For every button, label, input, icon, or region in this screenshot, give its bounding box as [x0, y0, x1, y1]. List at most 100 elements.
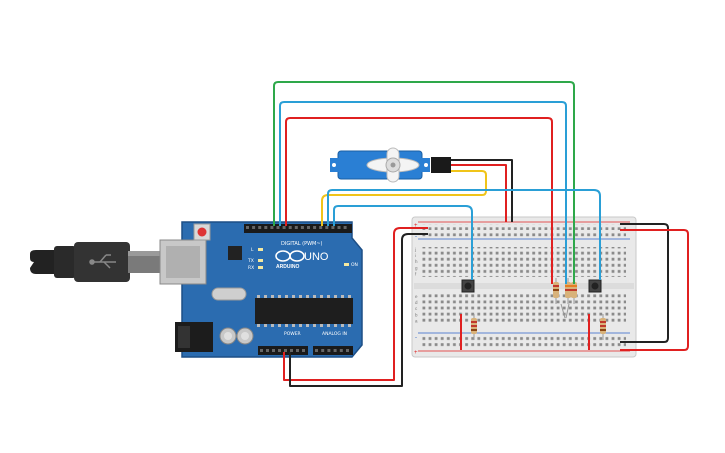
- digital-header-holes: [246, 226, 347, 229]
- chip-pin: [292, 295, 295, 298]
- servo-wire-red: [451, 164, 507, 222]
- header-hole: [290, 349, 293, 352]
- header-hole: [343, 226, 347, 229]
- microcontroller-chip: [255, 298, 353, 324]
- header-hole: [282, 226, 286, 229]
- header-hole: [252, 226, 256, 229]
- on-label: ON: [351, 262, 358, 268]
- header-hole: [272, 349, 275, 352]
- chip-pin: [348, 324, 351, 327]
- row-letter: f: [415, 271, 417, 276]
- reset-button[interactable]: [197, 227, 207, 237]
- header-hole: [337, 226, 341, 229]
- wire-green: [273, 81, 575, 284]
- header-hole: [296, 349, 299, 352]
- chip-pin: [313, 295, 316, 298]
- row-letter: a: [415, 318, 418, 323]
- servo-horn-icon: [366, 147, 420, 183]
- header-hole: [258, 226, 262, 229]
- power-header[interactable]: [258, 346, 308, 355]
- header-hole: [294, 226, 298, 229]
- header-hole: [307, 226, 310, 229]
- resistor-left: [471, 314, 477, 340]
- digital-header[interactable]: [244, 224, 352, 233]
- chip-pin: [327, 295, 330, 298]
- chip-pin: [334, 295, 337, 298]
- arduino-uno-board[interactable]: L TX RX ON ARDUINO UNO DIGITAL (PWM~) PO…: [159, 221, 363, 358]
- header-hole: [288, 226, 292, 229]
- servo-wire-yellow: [321, 170, 487, 226]
- resistor-cluster: [553, 278, 577, 319]
- chip-pin: [306, 324, 309, 327]
- power-label: POWER: [284, 331, 301, 337]
- chip-pin: [299, 295, 302, 298]
- usb-icon: [89, 254, 116, 269]
- chip-pin: [299, 324, 302, 327]
- wire-red-rail-right: [620, 229, 689, 351]
- crystal: [211, 287, 247, 301]
- row-letter: d: [415, 300, 418, 305]
- row-letter: b: [415, 312, 418, 317]
- row-letter: h: [415, 259, 418, 264]
- wire-black-gnd: [289, 233, 428, 387]
- header-hole: [278, 349, 281, 352]
- chip-pin: [271, 324, 274, 327]
- chip-pin: [348, 295, 351, 298]
- servo-motor[interactable]: [330, 147, 451, 183]
- rail-minus-bottom: -: [415, 335, 417, 341]
- chip-pin: [264, 324, 267, 327]
- row-letter: g: [415, 265, 418, 270]
- header-hole: [264, 226, 268, 229]
- arduino-logo-icon: [275, 250, 305, 262]
- usb-cable: [30, 242, 162, 282]
- chip-pin: [320, 295, 323, 298]
- chip-pin: [341, 324, 344, 327]
- push-button-right[interactable]: [588, 279, 602, 293]
- rail-plus-top: +: [414, 223, 418, 229]
- header-hole: [276, 226, 280, 229]
- rail-minus-top: -: [415, 234, 417, 240]
- chip-pin: [334, 324, 337, 327]
- chip-pin: [341, 295, 344, 298]
- header-hole: [315, 349, 318, 352]
- servo-wire-black: [451, 159, 513, 222]
- chip-pin: [320, 324, 323, 327]
- header-hole: [339, 349, 343, 352]
- chip-pin: [278, 295, 281, 298]
- chip-pin: [306, 295, 309, 298]
- wire-blue-button-right: [327, 189, 601, 280]
- header-hole: [333, 349, 337, 352]
- header-hole: [319, 226, 323, 229]
- wire-red-5v: [283, 227, 428, 381]
- push-button-left[interactable]: [461, 279, 475, 293]
- chip-pin: [278, 324, 281, 327]
- chip-pin: [264, 295, 267, 298]
- chip-pin: [257, 324, 260, 327]
- row-letter: e: [415, 294, 418, 299]
- analog-header[interactable]: [313, 346, 353, 355]
- header-hole: [270, 226, 274, 229]
- header-hole: [284, 349, 287, 352]
- chip-pin: [257, 295, 260, 298]
- digital-label: DIGITAL (PWM~): [281, 241, 323, 247]
- led-l-label: L: [251, 247, 254, 253]
- chip-pin: [285, 295, 288, 298]
- rail-plus-bottom: +: [414, 350, 418, 356]
- chip-pin: [292, 324, 295, 327]
- header-hole: [331, 226, 335, 229]
- wire-blue-button-left: [333, 205, 473, 280]
- header-hole: [302, 349, 305, 352]
- header-hole: [313, 226, 317, 229]
- analog-label: ANALOG IN: [322, 331, 347, 337]
- chip-pins: [257, 295, 351, 327]
- row-letter: c: [415, 306, 418, 311]
- wire-red-long: [285, 117, 553, 284]
- header-hole: [260, 349, 263, 352]
- header-hole: [327, 349, 331, 352]
- header-hole: [346, 349, 349, 352]
- wire-black-rail-right: [620, 223, 669, 343]
- wire-blue-long: [279, 101, 567, 284]
